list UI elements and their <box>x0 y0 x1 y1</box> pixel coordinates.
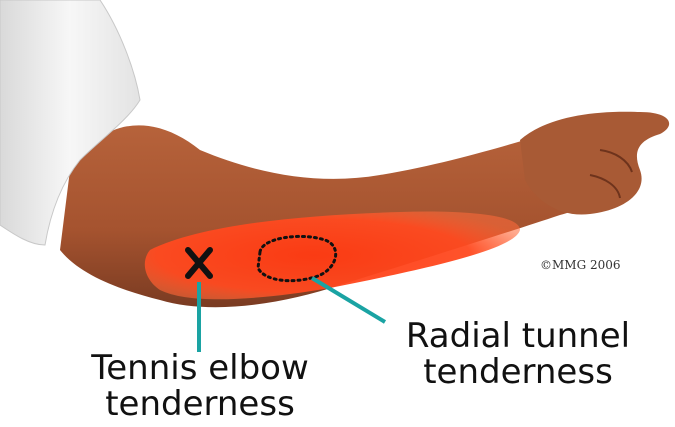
radial-tunnel-label-line1: Radial tunnel <box>378 318 658 354</box>
radial-tunnel-label: Radial tunnel tenderness <box>378 318 658 390</box>
fist-shape <box>520 112 669 215</box>
tennis-elbow-label: Tennis elbow tenderness <box>70 350 330 422</box>
copyright-text: ©MMG 2006 <box>540 258 621 272</box>
radial-tunnel-leader-line <box>312 278 385 322</box>
tennis-elbow-label-line1: Tennis elbow <box>70 350 330 386</box>
radial-tunnel-label-line2: tenderness <box>378 354 658 390</box>
tennis-elbow-label-line2: tenderness <box>70 386 330 422</box>
